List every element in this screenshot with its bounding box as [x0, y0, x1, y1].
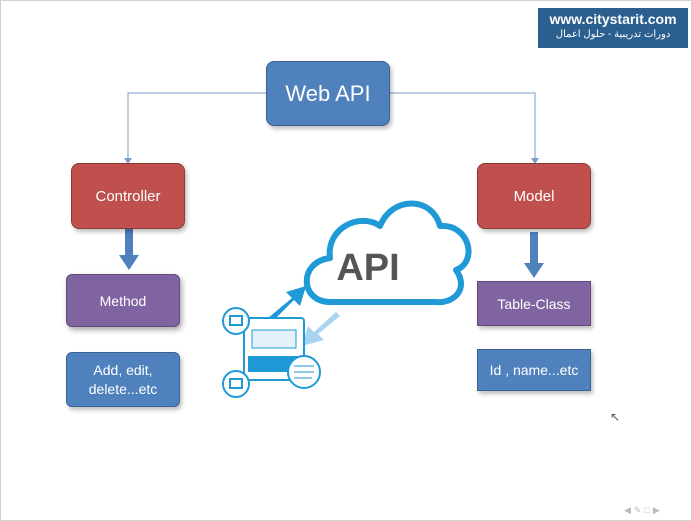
model-detail-label: Id , name...etc	[489, 362, 579, 378]
method-detail-box: Add, edit, delete...etc	[66, 352, 180, 407]
arrow-controller-method-head	[119, 255, 139, 270]
arrow-to-cloud-icon	[268, 286, 306, 322]
controller-label: Controller	[95, 187, 161, 205]
table-class-box: Table-Class	[477, 281, 591, 326]
connector-root-controller	[127, 92, 266, 162]
method-box: Method	[66, 274, 180, 327]
model-detail-box: Id , name...etc	[477, 349, 591, 391]
devices-icon	[222, 307, 321, 398]
table-class-label: Table-Class	[497, 295, 571, 312]
watermark-tagline: دورات تدريبية - حلول اعمال	[555, 29, 671, 40]
controller-box: Controller	[71, 163, 185, 229]
model-box: Model	[477, 163, 591, 229]
cloud-icon	[303, 200, 472, 306]
web-api-label: Web API	[285, 80, 371, 106]
model-label: Model	[513, 187, 555, 205]
watermark-badge: www.citystarit.com دورات تدريبية - حلول …	[538, 8, 688, 48]
connector-root-controller-arrowhead	[124, 158, 132, 164]
connector-root-model-arrowhead	[531, 158, 539, 164]
connector-root-model	[390, 92, 536, 162]
watermark-url: www.citystarit.com	[549, 11, 677, 27]
web-api-box: Web API	[266, 61, 390, 126]
cloud-label: API	[336, 247, 399, 289]
method-label: Method	[99, 292, 147, 309]
arrow-from-cloud-icon	[302, 312, 340, 346]
slideshow-controls[interactable]: ◀✎□▶	[624, 505, 663, 515]
method-detail-label: Add, edit, delete...etc	[88, 361, 158, 397]
mouse-cursor-icon: ↖	[610, 410, 621, 424]
arrow-model-table-shaft	[530, 232, 538, 266]
arrow-model-table-head	[524, 263, 544, 278]
arrow-controller-method-shaft	[125, 228, 133, 258]
